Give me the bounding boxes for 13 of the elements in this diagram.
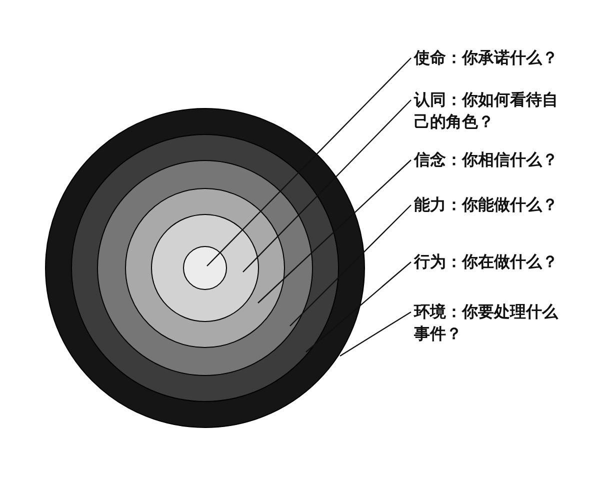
callout-label: 认同：你如何看待自己的角色？ — [414, 89, 562, 133]
callout-label: 环境：你要处理什么事件？ — [414, 301, 562, 345]
leader-line — [306, 262, 412, 352]
leader-line — [258, 160, 412, 304]
leader-line — [206, 58, 412, 266]
leader-line — [290, 204, 412, 326]
leader-line — [340, 311, 412, 357]
leader-line — [242, 100, 412, 272]
callout-label: 使命：你承诺什么？ — [414, 47, 562, 69]
callout-label: 信念：你相信什么？ — [414, 149, 562, 171]
center-circle — [183, 246, 227, 290]
callout-label: 行为：你在做什么？ — [414, 251, 562, 273]
callout-label: 能力：你能做什么？ — [414, 194, 562, 216]
